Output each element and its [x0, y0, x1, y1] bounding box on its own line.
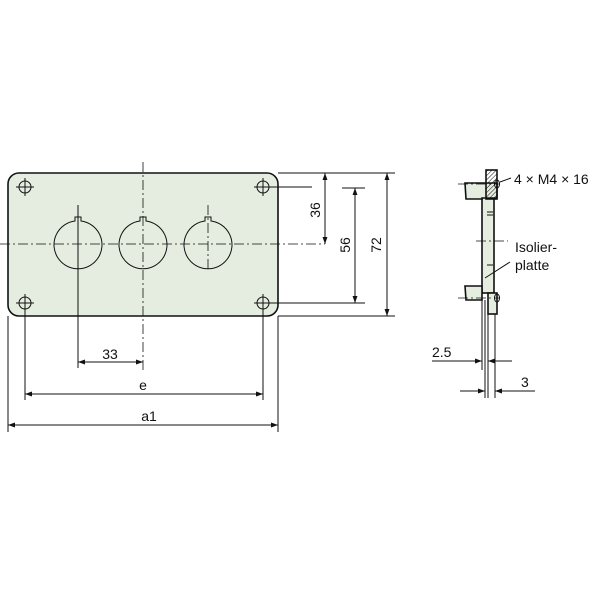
- dim-2-5-label: 2.5: [432, 344, 452, 360]
- dim-56-label: 56: [337, 237, 353, 253]
- dim-a1-label: a1: [141, 408, 157, 424]
- dim-36-label: 36: [307, 202, 323, 218]
- mounting-hole: [254, 178, 272, 196]
- button-cutout: [53, 216, 103, 270]
- front-view: 36 56 72 33 e a1: [0, 162, 395, 432]
- dim-72-label: 72: [368, 237, 384, 253]
- button-cutout: [183, 216, 233, 270]
- insulation-leader: [484, 261, 511, 279]
- screw-leader: [499, 177, 512, 183]
- bottom-tab: [487, 292, 498, 315]
- button-cutout: [118, 216, 168, 270]
- button-cutouts: [53, 216, 233, 270]
- dim-33-label: 33: [102, 346, 118, 362]
- insulation-label-line1: Isolier-: [515, 239, 557, 255]
- dim-e-label: e: [139, 377, 147, 393]
- side-view: 4 × M4 × 16 Isolier- platte 2.5 3: [432, 169, 589, 398]
- insulation-label-line2: platte: [515, 257, 549, 273]
- screw-label: 4 × M4 × 16: [514, 171, 589, 187]
- plate-section: [481, 189, 495, 294]
- hatched-section: [485, 169, 498, 200]
- dim-3-label: 3: [521, 374, 529, 390]
- mounting-hole: [16, 178, 34, 196]
